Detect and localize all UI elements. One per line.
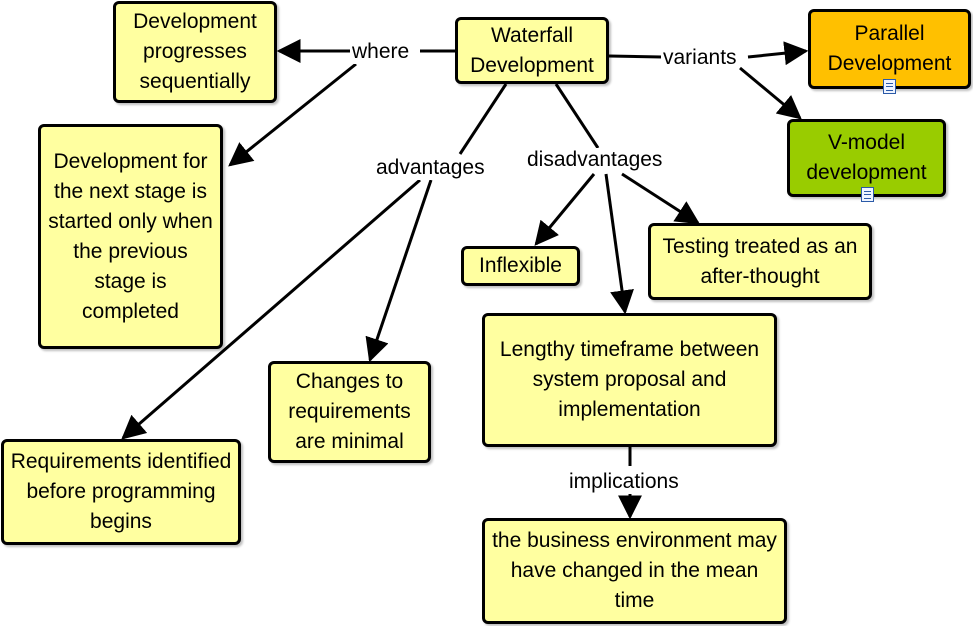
edge-disadvantages-lengthy [604,173,634,315]
node-lengthy-timeframe-text: Lengthy timeframe between system proposa… [499,338,760,421]
node-requirements-identified[interactable]: Requirements identified before programmi… [1,439,241,545]
edge-waterfall-disadvantages [554,83,600,149]
edge-variants-vmodel [739,66,802,120]
link-label-implications: implications [567,470,681,494]
link-label-disadvantages: disadvantages [525,148,665,172]
node-testing-after-thought[interactable]: Testing treated as an after-thought [648,223,872,300]
edge-where-next-stage [228,62,357,167]
node-development-progresses-sequentially[interactable]: Development progresses sequentially [113,1,277,103]
node-v-model-development[interactable]: V-model development [787,119,946,197]
node-waterfall-development[interactable]: Waterfall Development [455,17,609,84]
node-changes-minimal[interactable]: Changes to requirements are minimal [268,361,431,463]
edge-waterfall-advantages [458,83,508,155]
node-next-stage-started-text: Development for the next stage is starte… [48,149,213,323]
node-inflexible[interactable]: Inflexible [461,246,580,286]
edge-advantages-changes [365,179,433,363]
node-parallel-development[interactable]: Parallel Development [808,9,971,89]
node-waterfall-development-text: Waterfall Development [470,23,594,77]
node-parallel-development-text: Parallel Development [827,22,952,75]
node-requirements-identified-text: Requirements identified before programmi… [10,450,232,533]
document-icon[interactable] [883,79,896,94]
edge-variants-parallel [747,41,809,66]
edge-advantages-requirements [121,178,421,440]
node-lengthy-timeframe[interactable]: Lengthy timeframe between system proposa… [482,313,777,447]
node-testing-after-thought-text: Testing treated as an after-thought [662,234,858,288]
link-label-where: where [350,40,412,64]
edge-disadvantages-inflexible [534,173,596,246]
node-development-progresses-sequentially-text: Development progresses sequentially [133,10,257,93]
link-label-variants: variants [661,46,739,70]
node-next-stage-started[interactable]: Development for the next stage is starte… [38,124,223,349]
edge-disadvantages-testing [621,172,701,225]
node-changes-minimal-text: Changes to requirements are minimal [288,370,411,453]
document-icon[interactable] [861,187,874,202]
link-label-advantages: advantages [374,156,487,180]
node-inflexible-text: Inflexible [479,254,562,277]
edge-waterfall-variants [608,54,663,59]
node-v-model-development-text: V-model development [806,131,927,184]
node-business-environment[interactable]: the business environment may have change… [482,518,787,624]
node-business-environment-text: the business environment may have change… [492,529,777,612]
